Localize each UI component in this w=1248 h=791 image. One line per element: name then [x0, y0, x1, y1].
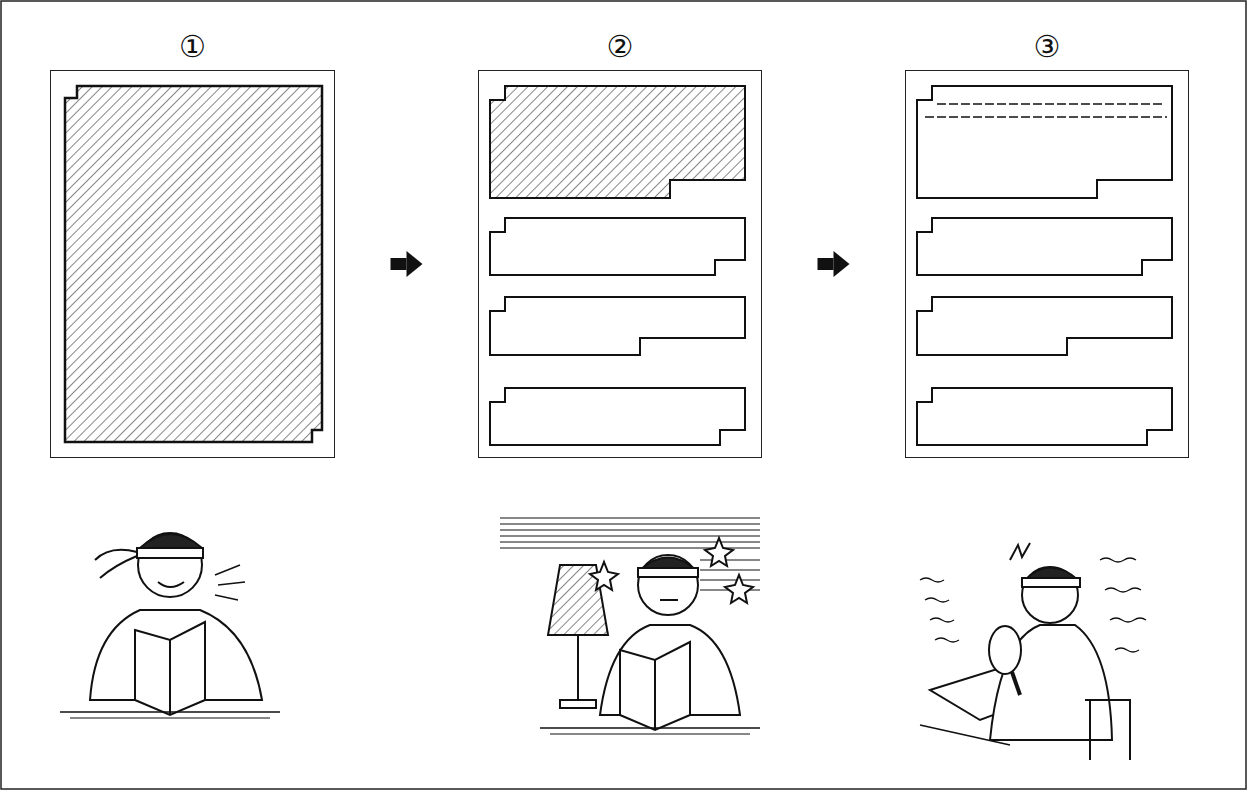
reader-figure-happy	[60, 533, 280, 718]
panel-frame: ②	[478, 28, 762, 458]
reader-figure-magnifier	[920, 567, 1130, 760]
arrow-shaft	[762, 258, 905, 270]
page-outline	[905, 70, 1189, 458]
page-outline	[50, 70, 335, 458]
panel-frame: ①	[50, 28, 335, 458]
page-outline	[478, 70, 762, 458]
flow-arrow	[335, 251, 478, 277]
flow-arrow	[762, 251, 905, 277]
arrow-shaft	[335, 258, 478, 270]
panel-number: ①	[50, 28, 335, 66]
arrow-head	[407, 251, 423, 277]
reader-figure-lamp	[540, 538, 760, 734]
panel-frame: ③	[905, 28, 1189, 458]
split-text-blocks	[490, 86, 745, 445]
arrow-head	[834, 251, 850, 277]
full-text-block	[65, 86, 322, 442]
panel-number: ③	[905, 28, 1189, 66]
split-text-blocks	[917, 86, 1172, 445]
night-background-lines	[500, 518, 760, 590]
panel-number: ②	[478, 28, 762, 66]
